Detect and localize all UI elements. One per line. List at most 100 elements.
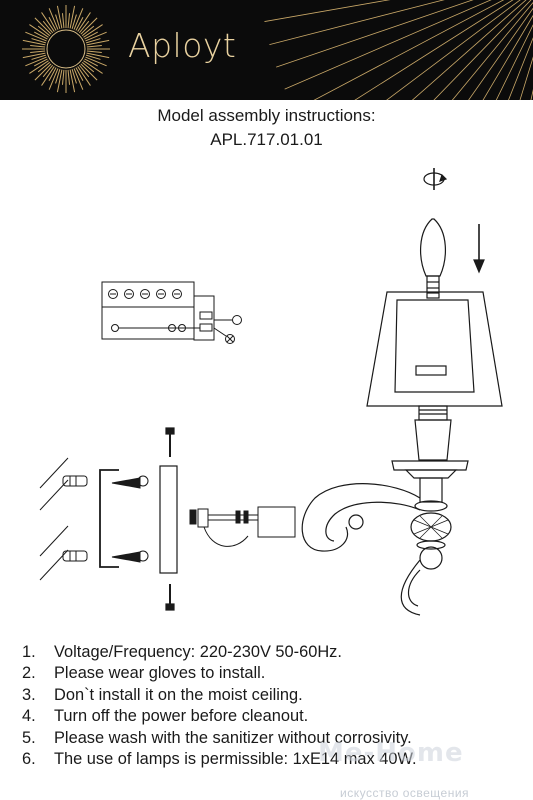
sun-ray bbox=[73, 8, 84, 30]
sun-ray bbox=[34, 63, 52, 81]
corner-ray bbox=[433, 0, 532, 100]
sun-ray bbox=[69, 5, 76, 29]
note-number: 1. bbox=[22, 643, 36, 661]
watermark-logo: Me-Home bbox=[318, 738, 464, 768]
note-number: 2. bbox=[22, 664, 36, 683]
sun-ray bbox=[71, 14, 77, 30]
sun-ray bbox=[86, 52, 110, 59]
rotate-arrow-icon bbox=[423, 168, 448, 190]
sun-ray bbox=[42, 64, 54, 78]
note-text: Please wear gloves to install. bbox=[54, 664, 266, 683]
down-arrow-icon bbox=[473, 224, 485, 274]
note-text: Please wash with the sanitizer without c… bbox=[54, 728, 412, 747]
corner-ray bbox=[411, 0, 527, 100]
corner-ray bbox=[519, 56, 533, 100]
note-item: 4. Turn off the power before cleanout. bbox=[22, 706, 417, 727]
sun-ray bbox=[67, 69, 71, 85]
sun-ray bbox=[25, 31, 47, 42]
corner-ray bbox=[354, 0, 514, 100]
sun-ray bbox=[85, 54, 101, 60]
note-item: 6. The use of lamps is permissible: 1xE14… bbox=[22, 749, 417, 770]
sun-ray bbox=[25, 56, 47, 67]
sun-ray bbox=[31, 54, 47, 60]
sun-ray bbox=[34, 31, 48, 40]
sun-ray bbox=[86, 39, 110, 46]
connector-wires bbox=[189, 506, 296, 547]
safety-notes-list: 1. Voltage/Frequency: 220-230V 50-60Hz. 2… bbox=[22, 642, 417, 770]
sun-ray bbox=[86, 44, 102, 48]
sun-ray bbox=[80, 17, 98, 35]
wall-plate bbox=[159, 427, 178, 611]
note-number: 5. bbox=[22, 728, 36, 747]
wiring-terminal-diagram bbox=[101, 281, 242, 344]
terminal-contact bbox=[111, 324, 119, 332]
sun-ray bbox=[56, 69, 63, 93]
corner-ray bbox=[495, 24, 533, 100]
wall-anchors bbox=[39, 457, 149, 581]
sun-ray bbox=[29, 24, 49, 38]
corner-ray bbox=[386, 0, 521, 100]
note-number: 4. bbox=[22, 707, 36, 726]
sun-ray bbox=[84, 31, 98, 40]
sun-ray bbox=[55, 14, 61, 30]
sun-ray bbox=[75, 67, 84, 81]
sun-ray bbox=[81, 25, 95, 37]
sun-ray bbox=[61, 69, 65, 85]
sun-ray bbox=[61, 13, 65, 29]
sun-ray bbox=[55, 68, 61, 84]
corner-ray bbox=[284, 0, 492, 90]
sun-ray bbox=[41, 66, 55, 86]
sun-ray bbox=[30, 50, 46, 54]
sun-ray bbox=[22, 52, 46, 59]
note-text: The use of lamps is permissible: 1xE14 m… bbox=[54, 750, 417, 769]
terminal-screw bbox=[172, 289, 182, 299]
sun-ray bbox=[37, 61, 51, 73]
document-title: Model assembly instructions: bbox=[157, 106, 376, 125]
sun-ray bbox=[86, 50, 102, 54]
sun-ray bbox=[69, 69, 76, 93]
sun-ray bbox=[84, 58, 98, 67]
note-text: Voltage/Frequency: 220-230V 50-60Hz. bbox=[54, 643, 342, 661]
note-number: 6. bbox=[22, 750, 36, 769]
sun-ray bbox=[31, 38, 47, 44]
corner-ray bbox=[269, 0, 445, 45]
note-text: Turn off the power before cleanout. bbox=[54, 707, 309, 726]
note-text: Don`t install it on the moist ceiling. bbox=[54, 685, 303, 704]
watermark: Me-Home искусство освещения bbox=[318, 738, 518, 800]
corner-ray bbox=[518, 0, 533, 100]
sun-ray bbox=[77, 66, 91, 86]
watermark-tagline: искусство освещения bbox=[340, 786, 470, 800]
terminal-screw bbox=[124, 289, 134, 299]
corner-ray bbox=[451, 2, 533, 100]
note-number: 3. bbox=[22, 685, 36, 704]
sun-ray bbox=[37, 25, 51, 37]
brand-header: Aployt bbox=[0, 0, 533, 100]
sun-ray bbox=[22, 39, 46, 46]
note-item: 5. Please wash with the sanitizer without… bbox=[22, 728, 417, 749]
corner-ray bbox=[313, 0, 505, 100]
sun-ray bbox=[83, 60, 103, 74]
sun-ray bbox=[48, 67, 57, 81]
sun-ray bbox=[42, 20, 54, 34]
sun-ray bbox=[85, 56, 107, 67]
sun-ray bbox=[81, 61, 95, 73]
assembly-diagram bbox=[39, 168, 503, 616]
corner-ray bbox=[264, 0, 391, 22]
sun-ray bbox=[30, 44, 46, 48]
sun-ray bbox=[80, 63, 98, 81]
model-number: APL.717.01.01 bbox=[210, 130, 323, 149]
corner-ray bbox=[482, 14, 533, 100]
sun-ray bbox=[29, 60, 49, 74]
sun-ray bbox=[71, 68, 77, 84]
terminal-screw bbox=[156, 289, 166, 299]
brand-name: Aployt bbox=[128, 26, 237, 65]
sun-ray bbox=[78, 20, 90, 34]
corner-ray bbox=[276, 0, 474, 68]
note-item: 3. Don`t install it on the moist ceiling. bbox=[22, 685, 417, 706]
sun-ray bbox=[77, 12, 91, 32]
sun-ray bbox=[48, 68, 59, 90]
sun-ray bbox=[48, 17, 57, 31]
sun-ray bbox=[56, 5, 63, 29]
sun-ray bbox=[83, 24, 103, 38]
note-item: 1. Voltage/Frequency: 220-230V 50-60Hz. bbox=[22, 642, 417, 663]
